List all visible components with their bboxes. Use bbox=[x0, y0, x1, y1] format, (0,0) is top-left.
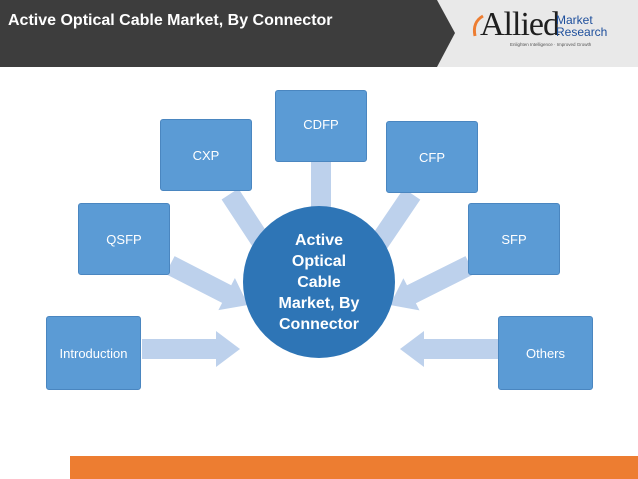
logo-swoosh-icon bbox=[472, 14, 484, 37]
node-qsfp: QSFP bbox=[78, 203, 170, 275]
arrow-qsfp bbox=[165, 256, 248, 311]
node-cdfp: CDFP bbox=[275, 90, 367, 162]
arrow-sfp bbox=[390, 256, 475, 311]
logo-research: Research bbox=[556, 25, 608, 39]
arrow-introduction bbox=[142, 331, 240, 367]
node-cfp: CFP bbox=[386, 121, 478, 193]
node-others: Others bbox=[498, 316, 593, 390]
company-logo: Allied Market Research Enlighten Intelli… bbox=[470, 6, 607, 53]
center-label: Active Optical Cable Market, By Connecto… bbox=[278, 231, 360, 333]
node-cxp: CXP bbox=[160, 119, 252, 191]
node-introduction: Introduction bbox=[46, 316, 141, 390]
logo-tagline: Enlighten Intelligence · Improved Growth bbox=[510, 42, 592, 47]
logo-word: Allied bbox=[480, 6, 560, 43]
logo-market: Market bbox=[556, 13, 593, 27]
arrow-others bbox=[400, 331, 498, 367]
title-banner bbox=[0, 0, 455, 67]
connector-diagram: Introduction QSFP CXP CDFP CFP SFP Other… bbox=[0, 67, 638, 479]
node-sfp: SFP bbox=[468, 203, 560, 275]
page-title: Active Optical Cable Market, By Connecto… bbox=[8, 12, 333, 29]
center-topic: Active Optical Cable Market, By Connecto… bbox=[243, 206, 395, 358]
footer-accent-bar bbox=[70, 456, 638, 479]
header-bar: Active Optical Cable Market, By Connecto… bbox=[0, 0, 638, 67]
